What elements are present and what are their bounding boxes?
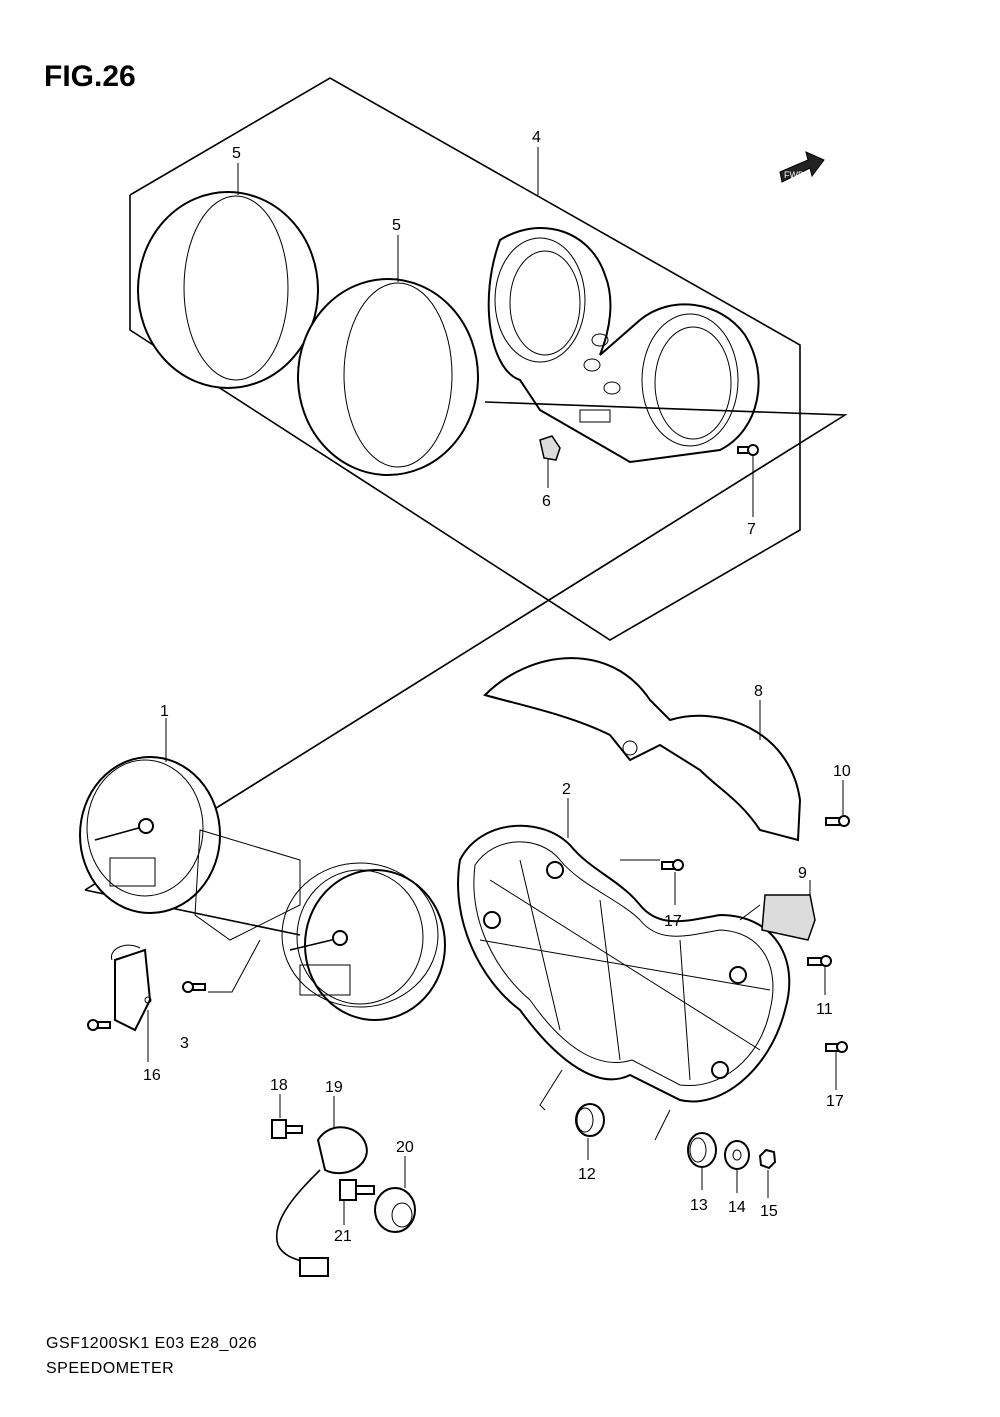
callout-4: 4	[532, 129, 541, 146]
callout-17-upper: 17	[664, 913, 682, 930]
speedometer-assembly	[79, 756, 446, 1021]
callout-8: 8	[754, 683, 763, 700]
callout-6: 6	[542, 493, 551, 510]
section-name: SPEEDOMETER	[46, 1360, 175, 1377]
screw-17-lower	[825, 1041, 848, 1053]
fwd-label: FWD	[784, 170, 805, 180]
sensor-part	[110, 944, 152, 1032]
callout-15: 14	[728, 1199, 746, 1216]
callout-2: 2	[562, 781, 571, 798]
callout-18: 20	[396, 1139, 414, 1156]
case-group-outline	[129, 77, 801, 641]
callout-21: 21	[334, 1228, 352, 1245]
callout-12: 11	[816, 1001, 833, 1018]
callout-7: 7	[747, 521, 756, 538]
meter-housing	[457, 824, 791, 1103]
callout-5-right: 5	[392, 217, 401, 234]
figure-title: FIG.26	[44, 60, 136, 93]
screw-11	[825, 815, 850, 827]
callout-17-lower: 17	[826, 1093, 844, 1110]
section-line-upper	[84, 401, 848, 891]
meter-case	[487, 226, 760, 464]
callout-14: 13	[690, 1197, 708, 1214]
callout-1: 1	[160, 703, 169, 720]
screw-17-upper	[661, 859, 684, 871]
callout-9: 16	[143, 1067, 161, 1084]
small-cap-part	[539, 435, 561, 461]
callout-5-left: 5	[232, 145, 241, 162]
model-code: GSF1200SK1 E03 E28_026	[46, 1335, 258, 1352]
screw-9	[87, 1019, 111, 1031]
screw-3	[182, 981, 206, 993]
nut-16	[758, 1148, 777, 1170]
lens-ring-left	[137, 191, 319, 389]
bulb-18	[374, 1187, 416, 1233]
leader-lines	[147, 147, 844, 1225]
washer-15	[724, 1140, 750, 1170]
callout-13: 12	[578, 1166, 596, 1183]
bolt-21	[339, 1179, 375, 1201]
callout-20: 18	[270, 1077, 288, 1094]
screw-7	[737, 444, 759, 456]
lens-ring-right	[297, 278, 479, 476]
grommet-13	[575, 1103, 605, 1137]
meter-cover	[483, 657, 802, 842]
callout-19: 19	[325, 1079, 343, 1096]
fwd-arrow-icon: FWD	[779, 151, 825, 183]
callout-11: 10	[833, 763, 851, 780]
rubber-pad-part	[761, 894, 816, 941]
grommet-14	[687, 1132, 717, 1168]
callout-3: 3	[180, 1035, 189, 1052]
callout-10: 9	[798, 865, 807, 882]
callout-16: 15	[760, 1203, 778, 1220]
socket-harness-19	[275, 1126, 368, 1277]
screw-12	[807, 955, 832, 967]
screw-20	[271, 1119, 303, 1139]
